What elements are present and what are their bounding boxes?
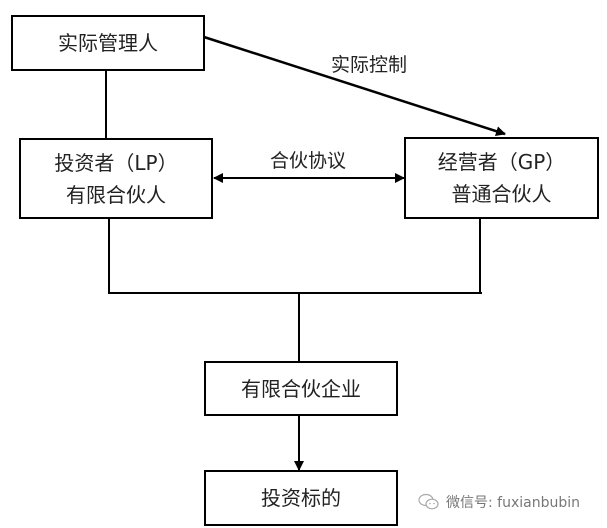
- watermark: 微信号: fuxianbubin: [418, 492, 580, 512]
- gp-subtitle: 普通合伙人: [451, 182, 552, 206]
- lp-title: 投资者（LP）: [54, 150, 178, 175]
- watermark-text: 微信号: fuxianbubin: [446, 495, 581, 511]
- actual-manager-label: 实际管理人: [58, 31, 158, 55]
- gp-node: 经营者（GP） 普通合伙人: [404, 137, 599, 219]
- investment-target-label: 投资标的: [261, 486, 341, 510]
- investment-target-node: 投资标的: [204, 470, 398, 526]
- actual-control-arrow: [203, 35, 506, 136]
- partnership-agreement-label: 合伙协议: [270, 150, 347, 172]
- lp-enterprise-node: 有限合伙企业: [204, 361, 398, 416]
- lp-node: 投资者（LP） 有限合伙人: [19, 138, 213, 219]
- lp-subtitle: 有限合伙人: [66, 182, 166, 207]
- actual-control-label: 实际控制: [331, 54, 408, 76]
- gp-title: 经营者（GP）: [437, 150, 566, 174]
- actual-manager-node: 实际管理人: [11, 15, 205, 71]
- wechat-icon: [418, 493, 439, 510]
- lp-enterprise-label: 有限合伙企业: [241, 376, 361, 401]
